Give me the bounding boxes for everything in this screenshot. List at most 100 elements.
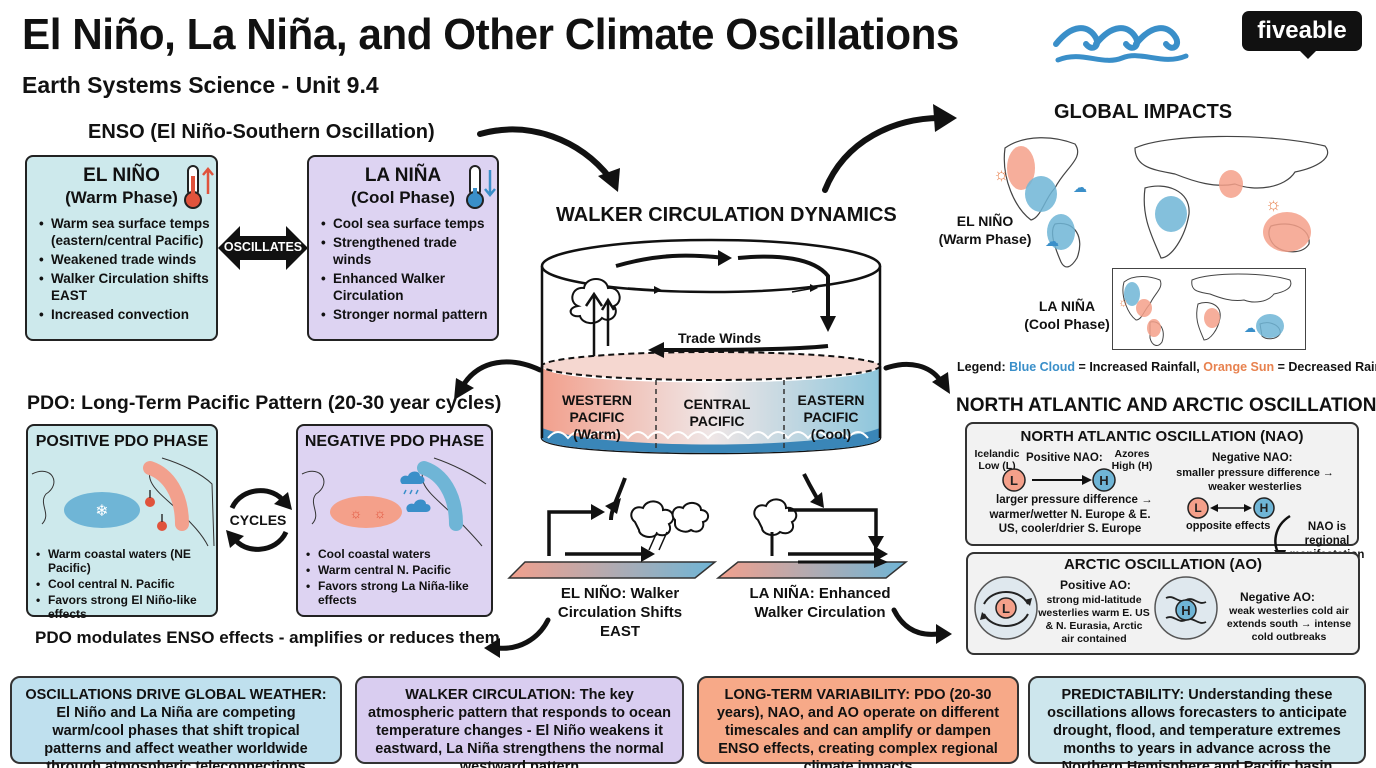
list-item: Increased convection: [39, 306, 216, 323]
summary-box-global-weather: OSCILLATIONS DRIVE GLOBAL WEATHER: El Ni…: [10, 676, 342, 768]
positive-nao-label: Positive NAO:: [1026, 452, 1103, 464]
summary-label: WALKER CIRCULATION:: [405, 687, 576, 703]
svg-text:L: L: [1002, 601, 1010, 616]
azores-label: Azores High (H): [1111, 448, 1153, 472]
summary-text: El Niño and La Niña are competing warm/c…: [44, 705, 308, 768]
positive-pdo-map: ❄: [31, 457, 215, 547]
arrow-to-pdo-note: [484, 617, 551, 658]
positive-ao-desc: strong mid-latitude westerlies warm E. U…: [1038, 594, 1150, 645]
summary-box-walker: WALKER CIRCULATION: The key atmospheric …: [355, 676, 684, 768]
fiveable-logo: fiveable: [1242, 11, 1362, 51]
summary-label: OSCILLATIONS DRIVE GLOBAL WEATHER:: [25, 687, 327, 703]
icelandic-label: Icelandic Low (L): [974, 448, 1020, 472]
svg-text:L: L: [1194, 501, 1201, 515]
arrow-to-atlantic: [883, 362, 950, 394]
svg-text:☁: ☁: [1045, 233, 1059, 249]
negative-ao-label: Negative AO:: [1240, 590, 1315, 604]
list-item: Enhanced Walker Circulation: [321, 270, 497, 304]
negative-pdo-title: NEGATIVE PDO PHASE: [304, 433, 485, 450]
cycles-label: CYCLES: [229, 512, 287, 528]
negative-ao-desc: weak westerlies cold air extends south →…: [1226, 605, 1352, 643]
global-la-nina-label: LA NIÑA (Cool Phase): [1024, 298, 1110, 332]
el-nino-walker-caption: EL NIÑO: Walker Circulation Shifts EAST: [557, 585, 683, 640]
legend-blue: Blue Cloud: [1009, 360, 1076, 374]
la-nina-title: LA NIÑA: [364, 165, 442, 186]
list-item: Warm central N. Pacific: [306, 563, 491, 577]
western-pacific-label: WESTERN PACIFIC (Warm): [562, 392, 632, 442]
logo-tail: [1298, 49, 1318, 59]
ao-title: ARCTIC OSCILLATION (AO): [1063, 556, 1263, 573]
list-item: Cool sea surface temps: [321, 215, 497, 232]
la-nina-box: LA NIÑA (Cool Phase) Cool sea surface te…: [307, 155, 499, 341]
trade-winds-label: Trade Winds: [678, 330, 762, 346]
eastern-pacific-label: EASTERN PACIFIC (Cool): [797, 392, 865, 442]
svg-text:☁: ☁: [1244, 321, 1256, 335]
svg-text:❄: ❄: [95, 503, 108, 520]
nao-negative-icons: L H: [1187, 497, 1275, 519]
el-nino-subtitle: (Warm Phase): [65, 188, 178, 207]
list-item: Stronger normal pattern: [321, 306, 497, 323]
arrow-to-walker: [477, 126, 620, 192]
nao-title: NORTH ATLANTIC OSCILLATION (NAO): [1020, 428, 1304, 445]
central-pacific-label: CENTRAL PACIFIC: [683, 396, 751, 429]
summary-text: PDO (20-30 years), NAO, and AO operate o…: [716, 687, 1000, 768]
negative-pdo-box: NEGATIVE PDO PHASE ☼ ☼ Cool coastal wate…: [296, 424, 493, 617]
negative-ao-globe: H: [1154, 576, 1218, 640]
pdo-note: PDO modulates ENSO effects - amplifies o…: [35, 628, 500, 647]
arrow-to-pdo: [454, 359, 543, 400]
el-nino-box: EL NIÑO (Warm Phase) Warm sea surface te…: [25, 155, 218, 341]
svg-text:H: H: [1260, 501, 1269, 515]
el-nino-list: Warm sea surface temps (eastern/central …: [39, 215, 216, 323]
positive-pdo-box: POSITIVE PDO PHASE ❄ Warm coastal waters…: [26, 424, 218, 621]
nao-panel: [965, 422, 1359, 546]
la-nina-walker-caption: LA NIÑA: Enhanced Walker Circulation: [749, 585, 891, 621]
la-nina-subtitle: (Cool Phase): [351, 188, 455, 207]
cycles-arrows: [226, 488, 292, 552]
pdo-heading: PDO: Long-Term Pacific Pattern (20-30 ye…: [27, 392, 502, 414]
global-heading: GLOBAL IMPACTS: [1054, 101, 1233, 123]
el-nino-title: EL NIÑO: [83, 165, 160, 186]
list-item: Favors strong La Niña-like effects: [306, 579, 491, 607]
summary-label: PREDICTABILITY:: [1061, 687, 1185, 703]
list-item: Favors strong El Niño-like effects: [36, 593, 216, 621]
positive-nao-desc2: warmer/wetter N. Europe & E. US, cooler/…: [989, 509, 1151, 535]
positive-nao-desc1: larger pressure difference →: [996, 494, 1153, 506]
world-map-la-nina: ☼ ☁: [1118, 273, 1292, 346]
wave-icon: [1053, 25, 1189, 63]
legend-orange-desc: = Decreased Rainfall: [1277, 360, 1376, 374]
svg-text:H: H: [1181, 603, 1190, 618]
legend-blue-desc: = Increased Rainfall,: [1078, 360, 1200, 374]
positive-ao-label: Positive AO:: [1060, 578, 1131, 592]
list-item: Warm coastal waters (NE Pacific): [36, 547, 216, 575]
atlantic-heading: NORTH ATLANTIC AND ARCTIC OSCILLATIONS: [956, 395, 1376, 416]
list-item: Cool coastal waters: [306, 547, 491, 561]
world-map-el-nino: ☼ ☼ ☁ ☁: [993, 135, 1329, 268]
arrow-to-ao: [891, 607, 952, 644]
svg-text:H: H: [1099, 473, 1108, 488]
svg-text:☼: ☼: [993, 164, 1010, 184]
nao-positive-icons: L H: [1002, 468, 1116, 492]
list-item: Warm sea surface temps (eastern/central …: [39, 215, 216, 249]
el-nino-walker-diagram: [507, 477, 718, 579]
svg-text:☼: ☼: [374, 505, 387, 521]
list-item: Cool central N. Pacific: [36, 577, 216, 591]
positive-ao-globe: L: [974, 576, 1038, 640]
walker-heading: WALKER CIRCULATION DYNAMICS: [556, 204, 897, 226]
negative-nao-desc: smaller pressure difference → weaker wes…: [1176, 467, 1334, 493]
page-subtitle: Earth Systems Science - Unit 9.4: [22, 72, 379, 98]
legend-orange: Orange Sun: [1203, 360, 1275, 374]
summary-text: Understanding these oscillations allows …: [1047, 687, 1347, 768]
thermometer-cold-icon: [466, 165, 496, 209]
legend-prefix: Legend:: [957, 360, 1006, 374]
global-legend: Legend: Blue Cloud = Increased Rainfall,…: [957, 360, 1376, 374]
summary-label: LONG-TERM VARIABILITY:: [724, 687, 911, 703]
summary-box-predictability: PREDICTABILITY: Understanding these osci…: [1028, 676, 1366, 768]
list-item: Strengthened trade winds: [321, 234, 497, 268]
positive-pdo-list: Warm coastal waters (NE Pacific) Cool ce…: [36, 547, 216, 621]
walker-cylinder: [540, 238, 882, 455]
enso-heading: ENSO (El Niño-Southern Oscillation): [88, 121, 435, 143]
svg-text:L: L: [1010, 473, 1018, 488]
svg-text:☼: ☼: [1265, 194, 1282, 214]
summary-box-variability: LONG-TERM VARIABILITY: PDO (20-30 years)…: [697, 676, 1019, 768]
positive-pdo-title: POSITIVE PDO PHASE: [35, 433, 209, 450]
